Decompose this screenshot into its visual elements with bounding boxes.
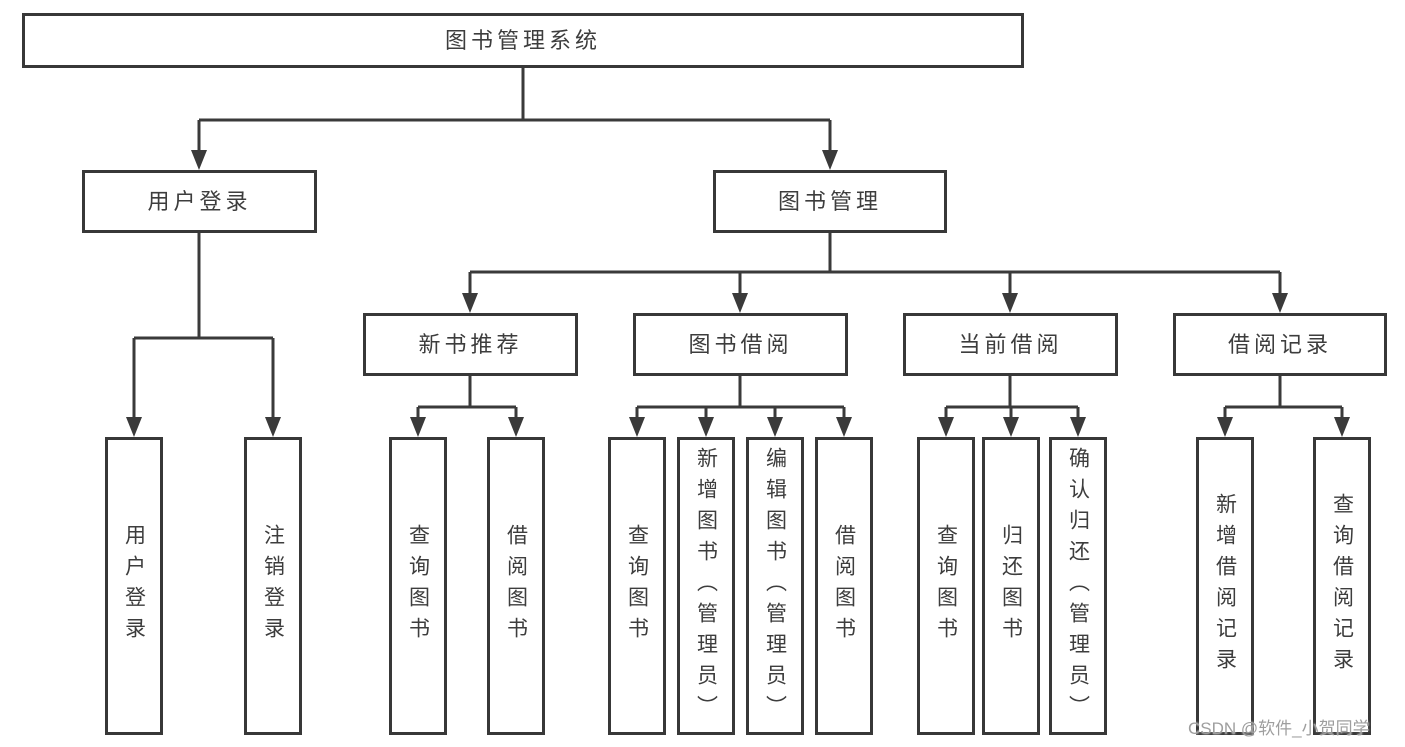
leaf-query-books-borrowing: 查询图书 [608,437,666,735]
csdn-watermark: CSDN @软件_小贺同学 [1188,719,1370,738]
node-current-borrowing: 当前借阅 [903,313,1118,376]
leaf-query-books-current: 查询图书 [917,437,975,735]
node-borrowing-records: 借阅记录 [1173,313,1387,376]
leaf-query-borrow-record: 查询借阅记录 [1313,437,1371,735]
leaf-edit-books-admin: 编辑图书（管理员） [746,437,804,735]
leaf-add-books-admin: 新增图书（管理员） [677,437,735,735]
leaf-borrow-books-borrowing: 借阅图书 [815,437,873,735]
node-user-login: 用户登录 [82,170,317,233]
node-book-borrowing: 图书借阅 [633,313,848,376]
leaf-logout-login: 注销登录 [244,437,302,735]
node-book-management: 图书管理 [713,170,947,233]
node-library-management-system: 图书管理系统 [22,13,1024,68]
leaf-add-borrow-record: 新增借阅记录 [1196,437,1254,735]
node-new-book-recommendation: 新书推荐 [363,313,578,376]
leaf-confirm-return-admin: 确认归还（管理员） [1049,437,1107,735]
leaf-query-books-recommend: 查询图书 [389,437,447,735]
leaf-user-login: 用户登录 [105,437,163,735]
leaf-return-books: 归还图书 [982,437,1040,735]
leaf-borrow-books-recommend: 借阅图书 [487,437,545,735]
